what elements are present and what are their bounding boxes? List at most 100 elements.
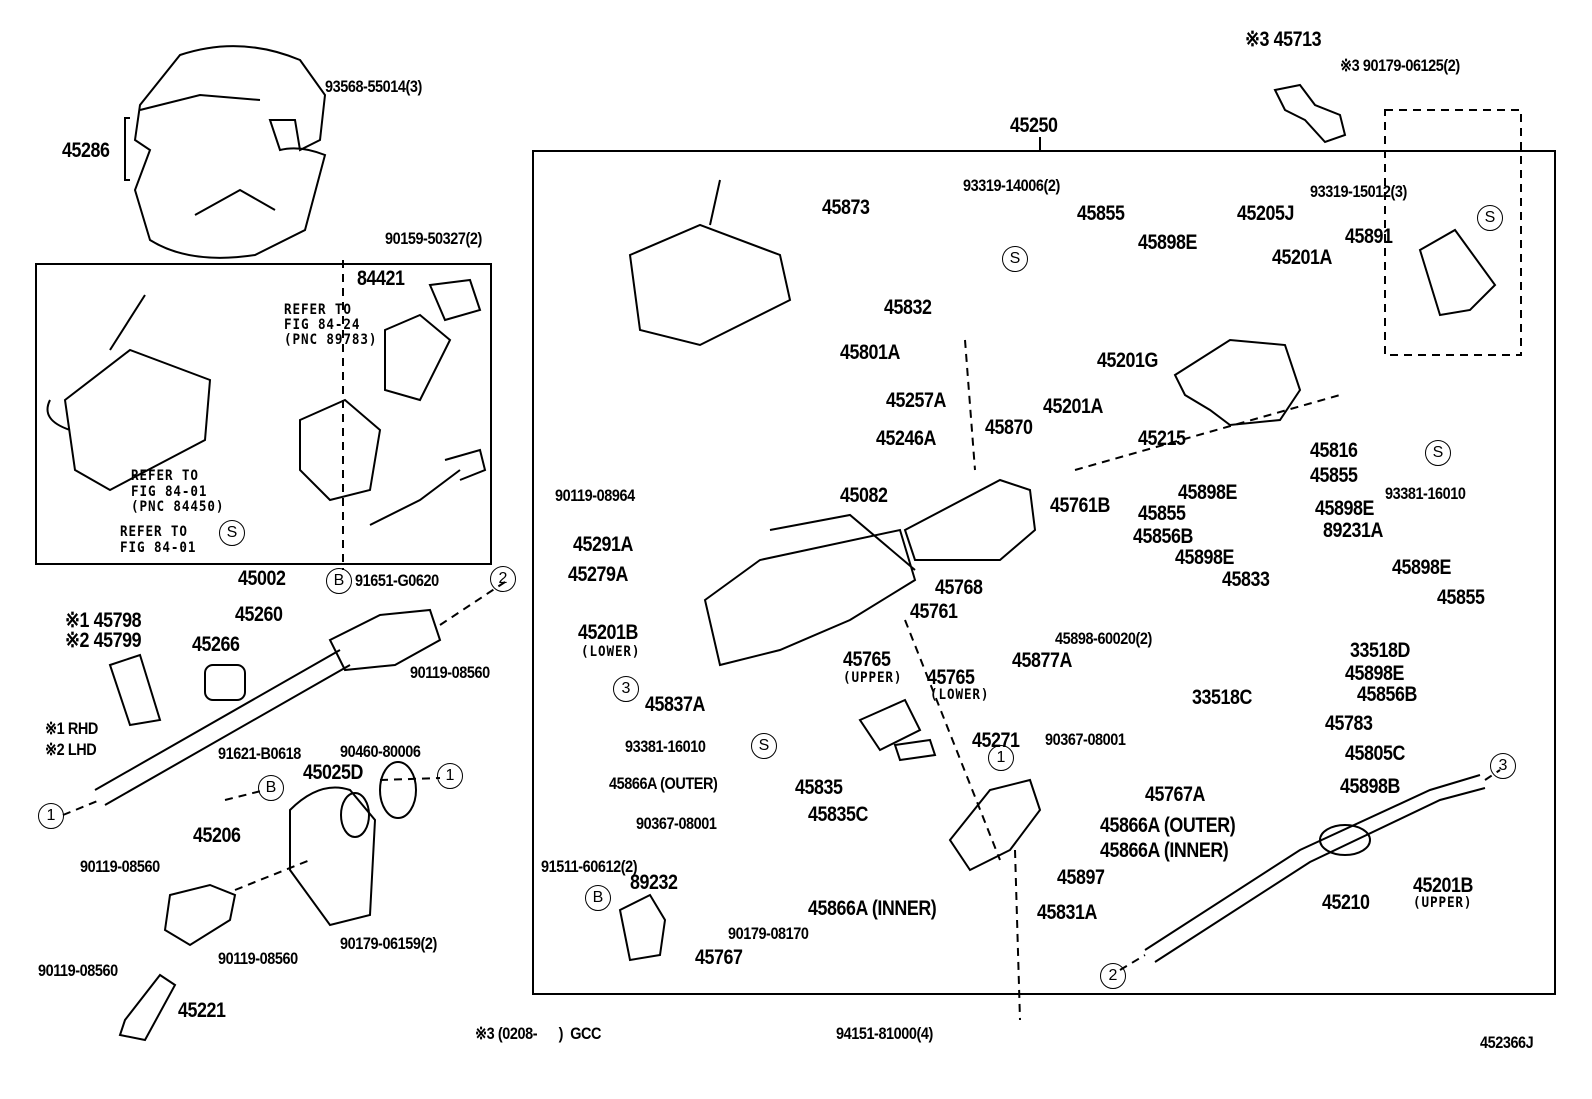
part-callout: ※1 RHD (45, 719, 98, 738)
part-callout: 45866A (INNER) (1100, 839, 1229, 862)
column-hole-cover-part (289, 786, 377, 927)
reference-marker: 2 (490, 566, 516, 592)
part-callout: 45898E (1345, 662, 1404, 685)
part-callout: 45002 (238, 567, 286, 590)
part-callout: 91621-B0618 (218, 744, 301, 763)
part-callout: 45832 (884, 296, 932, 319)
part-callout: 93568-55014(3) (325, 77, 422, 96)
part-callout: 45870 (985, 416, 1033, 439)
switch-group-frame (35, 263, 492, 565)
part-callout: 45898E (1175, 546, 1234, 569)
intermediate-shaft-part (94, 608, 442, 806)
part-callout: FIG 84-01 (120, 540, 197, 556)
leader-dashed (904, 619, 1001, 861)
part-callout: 45206 (193, 824, 241, 847)
part-callout: 45201G (1097, 349, 1158, 372)
main-shaft-part (1144, 774, 1486, 963)
part-callout: 91511-60612(2) (541, 857, 638, 876)
reference-marker: 1 (38, 803, 64, 829)
part-callout: 45855 (1077, 202, 1125, 225)
column-tube-part (703, 513, 917, 667)
joint-part (1319, 824, 1371, 856)
part-callout: 45856B (1357, 683, 1417, 706)
part-callout: 45260 (235, 603, 283, 626)
reference-marker: S (219, 520, 245, 546)
part-callout: 45855 (1437, 586, 1485, 609)
column-upper-tube-part (903, 478, 1037, 561)
part-callout: 45898E (1392, 556, 1451, 579)
part-callout: 45761 (910, 600, 958, 623)
diagram-code: 452366J (1480, 1033, 1534, 1052)
part-callout: 90119-08964 (555, 486, 635, 505)
part-callout: 45855 (1310, 464, 1358, 487)
part-callout: ※2 LHD (45, 740, 97, 759)
column-cover-part (133, 45, 327, 259)
part-callout: 90460-80006 (340, 742, 421, 761)
part-callout: 45833 (1222, 568, 1270, 591)
ignition-switch-part (299, 398, 382, 502)
part-callout: 45898E (1315, 497, 1374, 520)
part-callout: REFER TO (284, 302, 352, 318)
part-callout: 93319-14006(2) (963, 176, 1060, 195)
part-callout: 45210 (1322, 891, 1370, 914)
assembly-45250-frame (532, 150, 1556, 995)
part-callout: 45761B (1050, 494, 1110, 517)
part-callout: 45257A (886, 389, 946, 412)
part-callout: 90119-08560 (218, 949, 298, 968)
seal-ring-part (340, 792, 370, 838)
part-callout: 90367-08001 (1045, 730, 1126, 749)
part-callout: 45201B (1413, 874, 1473, 897)
part-callout: 89231A (1323, 519, 1383, 542)
leader-dashed (1074, 394, 1341, 471)
leader-dashed (234, 859, 311, 891)
reference-marker: 2 (1100, 963, 1126, 989)
leader-dashed (62, 799, 101, 816)
part-callout: (PNC 84450) (131, 499, 225, 515)
dashed-frame (1384, 109, 1522, 356)
part-callout: 45279A (568, 563, 628, 586)
part-callout: 45891 (1345, 225, 1393, 248)
part-callout: 91651-G0620 (355, 571, 439, 590)
spiral-cable-part (628, 179, 792, 347)
sliding-yoke-part (118, 973, 177, 1042)
part-callout: 45765 (843, 648, 891, 671)
part-callout: 90119-08560 (410, 663, 490, 682)
reference-marker: B (258, 775, 284, 801)
part-callout: (PNC 89783) (284, 332, 378, 348)
part-callout: 45835C (808, 803, 868, 826)
reference-marker: S (751, 733, 777, 759)
part-callout: 45266 (192, 633, 240, 656)
part-callout: 45805C (1345, 742, 1405, 765)
part-callout: 45783 (1325, 712, 1373, 735)
part-callout: 90179-08170 (728, 924, 809, 943)
part-callout: 45898E (1138, 231, 1197, 254)
tilt-bracket-part (948, 778, 1042, 872)
part-callout: 45205J (1237, 202, 1295, 225)
tilt-sub-bracket-part (858, 698, 937, 762)
part-callout: REFER TO (120, 524, 188, 540)
part-callout: 94151-81000(4) (836, 1024, 933, 1043)
part-callout: 90367-08001 (636, 814, 717, 833)
part-callout: 33518D (1350, 639, 1410, 662)
part-callout: 90119-08560 (80, 857, 160, 876)
part-callout: 45767A (1145, 783, 1205, 806)
part-callout: 45898-60020(2) (1055, 629, 1152, 648)
leader-dashed (379, 777, 441, 781)
part-callout: 45082 (840, 484, 888, 507)
part-callout: 45215 (1138, 427, 1186, 450)
combination-switch-part (46, 294, 212, 492)
part-callout: 93381-16010 (625, 737, 706, 756)
leader-dashed (1119, 954, 1146, 971)
leader-dashed (964, 339, 976, 471)
lock-housing-part (1173, 338, 1302, 427)
part-callout: 45246A (876, 427, 936, 450)
part-callout: 90119-08560 (38, 961, 118, 980)
part-callout: ※1 45798 (65, 609, 142, 632)
part-callout: 45801A (840, 341, 900, 364)
part-callout: 45835 (795, 776, 843, 799)
part-callout: 45291A (573, 533, 633, 556)
part-callout: 45873 (822, 196, 870, 219)
part-callout: 45898B (1340, 775, 1400, 798)
motor-part (618, 893, 667, 962)
